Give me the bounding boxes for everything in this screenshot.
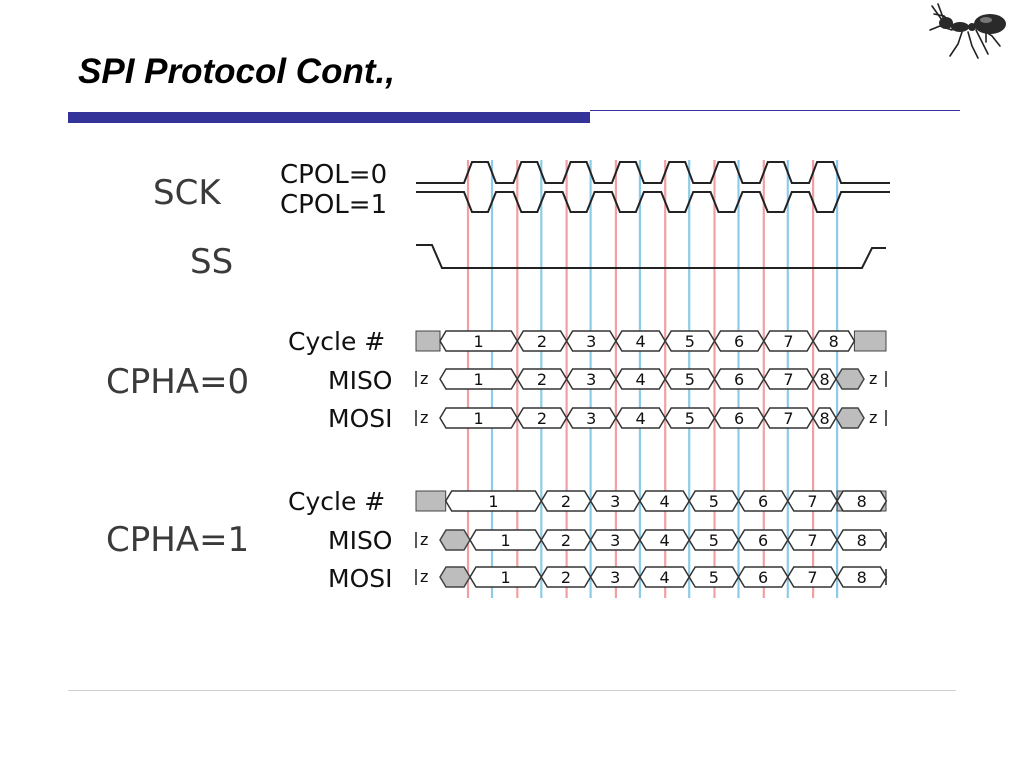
ant-icon — [929, 3, 1006, 59]
sck-label: SCK — [153, 173, 222, 213]
hi-z-marker: z — [420, 567, 428, 586]
bit-cell-label: 5 — [709, 568, 719, 587]
cpha0-mosi-label: MOSI — [328, 404, 393, 433]
bit-cell-label: 2 — [561, 531, 571, 550]
idle-cell — [415, 490, 447, 512]
bit-cell-label: 7 — [783, 409, 793, 428]
bit-cell-label: 3 — [586, 370, 596, 389]
bit-cell-label: 7 — [783, 370, 793, 389]
cpha1-miso-label: MISO — [328, 526, 393, 555]
bit-cell-label: 7 — [807, 492, 817, 511]
bit-cell — [836, 566, 888, 588]
bit-cell-label: 8 — [819, 370, 829, 389]
cpha0-miso-label: MISO — [328, 366, 393, 395]
undefined-cell — [835, 368, 865, 390]
bit-cell-label: 8 — [819, 409, 829, 428]
bit-cell-label: 3 — [586, 332, 596, 351]
bit-cell-label: 4 — [635, 332, 645, 351]
idle-cell — [853, 330, 887, 352]
bit-cell-label: 5 — [685, 370, 695, 389]
bit-cell — [836, 529, 888, 551]
bit-cell-label: 8 — [857, 492, 867, 511]
bit-cell-label: 2 — [537, 409, 547, 428]
bit-cell-label: 3 — [610, 568, 620, 587]
undefined-cell — [439, 566, 471, 588]
bit-cell-label: 5 — [685, 332, 695, 351]
bit-cell-label: 6 — [758, 531, 768, 550]
bit-cell — [812, 330, 856, 352]
cpha1-mosi-label: MOSI — [328, 564, 393, 593]
bit-cell-label: 8 — [857, 531, 867, 550]
bit-cell-label: 3 — [610, 531, 620, 550]
bit-cell-label: 2 — [561, 492, 571, 511]
bit-cell-label: 1 — [474, 332, 484, 351]
bit-cell-label: 1 — [474, 409, 484, 428]
undefined-cell — [439, 529, 471, 551]
bit-cell-label: 5 — [709, 531, 719, 550]
bit-cell-label: 4 — [659, 568, 669, 587]
bit-cell — [812, 368, 837, 390]
bit-cell-label: 4 — [635, 409, 645, 428]
bit-cell — [812, 407, 837, 429]
undefined-cell — [835, 407, 865, 429]
idle-cell — [415, 330, 441, 352]
bit-cell — [836, 490, 888, 512]
bit-cell-label: 6 — [734, 409, 744, 428]
bit-cell-label: 1 — [474, 370, 484, 389]
cpol1-label: CPOL=1 — [280, 190, 387, 220]
bit-cell-label: 6 — [734, 370, 744, 389]
title-underline-rule — [590, 110, 960, 111]
bit-cell-label: 6 — [734, 332, 744, 351]
bit-cell-label: 3 — [610, 492, 620, 511]
bit-cell-label: 1 — [488, 492, 498, 511]
hi-z-marker: z — [869, 408, 877, 427]
bit-cell-label: 4 — [635, 370, 645, 389]
bit-cell-label: 8 — [857, 568, 867, 587]
title-underline-bar — [68, 112, 590, 123]
bit-cell-label: 2 — [537, 370, 547, 389]
bit-cell-label: 6 — [758, 492, 768, 511]
bit-cell-label: 4 — [659, 492, 669, 511]
bit-cell-label: 6 — [758, 568, 768, 587]
sck-waveforms — [416, 161, 890, 213]
hi-z-marker: z — [869, 369, 877, 388]
ss-label: SS — [190, 242, 233, 282]
bit-cell-label: 1 — [501, 568, 511, 587]
ss-waveform — [416, 244, 886, 269]
bit-cell-label: 7 — [807, 568, 817, 587]
cpha1-label: CPHA=1 — [106, 520, 249, 560]
footer-rule — [68, 690, 956, 691]
bit-cell-label: 3 — [586, 409, 596, 428]
cpha0-label: CPHA=0 — [106, 362, 249, 402]
slide-title: SPI Protocol Cont., — [78, 52, 395, 91]
cpha0-cycle-label: Cycle # — [288, 327, 385, 356]
bit-cell-label: 2 — [537, 332, 547, 351]
sck-cpol0-waveform — [416, 161, 890, 184]
bit-cell-label: 2 — [561, 568, 571, 587]
bit-cell-label: 4 — [659, 531, 669, 550]
sck-cpol1-waveform — [416, 191, 890, 213]
bit-cell-label: 1 — [501, 531, 511, 550]
cpha1-cycle-label: Cycle # — [288, 487, 385, 516]
hi-z-marker: z — [420, 530, 428, 549]
hi-z-marker: z — [420, 408, 428, 427]
bit-cell-label: 5 — [685, 409, 695, 428]
bit-cell-label: 8 — [829, 332, 839, 351]
cpol0-label: CPOL=0 — [280, 160, 387, 190]
bus-rows: 12345678zz12345678zz1234567812345678zz12… — [415, 330, 888, 588]
bit-cell-label: 5 — [709, 492, 719, 511]
bit-cell-label: 7 — [783, 332, 793, 351]
hi-z-marker: z — [420, 369, 428, 388]
bit-cell-label: 7 — [807, 531, 817, 550]
